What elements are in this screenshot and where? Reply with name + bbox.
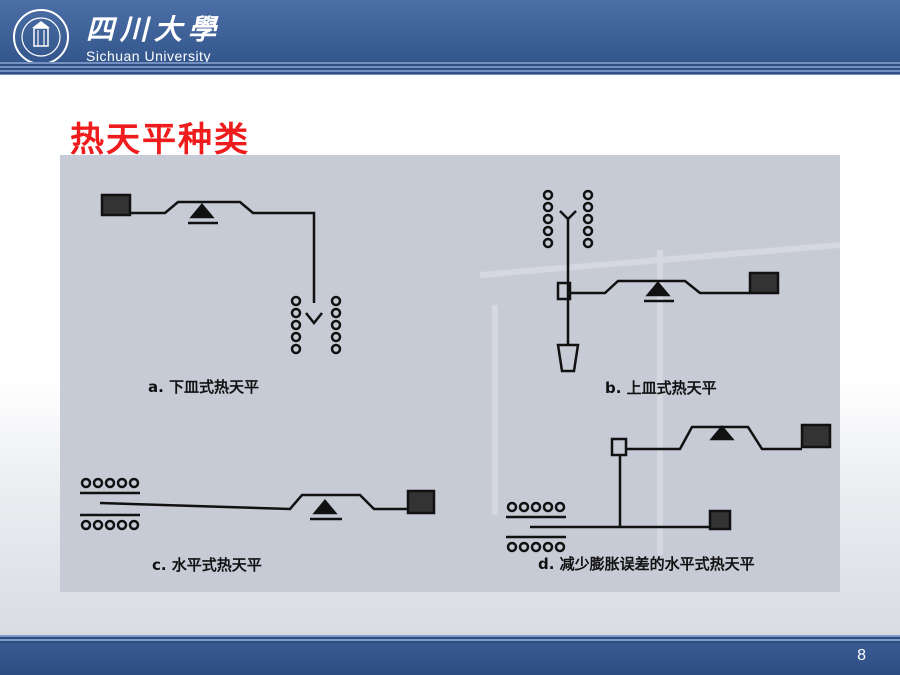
- diagram-a: [100, 193, 342, 355]
- caption-d: d. 减少膨胀误差的水平式热天平: [538, 555, 755, 573]
- footer-bar: 8: [0, 635, 900, 675]
- caption-a: a. 下皿式热天平: [148, 378, 259, 396]
- university-name-en: Sichuan University: [86, 48, 211, 64]
- page-number: 8: [857, 647, 866, 664]
- coil-right-b: [582, 189, 594, 249]
- figure-diagrams: a. 下皿式热天平 b. 上皿式热天平: [80, 189, 841, 574]
- diagram-b: [542, 189, 780, 373]
- slide-title: 热天平种类: [70, 120, 250, 160]
- diagram-d: [506, 423, 832, 553]
- coil-bottom-d: [506, 541, 566, 553]
- university-name-cn: 四川大學: [86, 13, 223, 46]
- coil-top-c: [80, 477, 140, 489]
- thermobalance-figure: a. 下皿式热天平 b. 上皿式热天平: [60, 155, 841, 592]
- coil-right: [330, 295, 342, 355]
- caption-c: c. 水平式热天平: [152, 556, 262, 574]
- header-bar: 四川大學 Sichuan University: [0, 0, 900, 75]
- header-stripes: [0, 62, 900, 75]
- footer-stripes: [0, 635, 900, 643]
- caption-b: b. 上皿式热天平: [605, 379, 717, 397]
- coil-left-b: [542, 189, 554, 249]
- university-seal-icon: [13, 9, 69, 65]
- coil-left: [290, 295, 302, 355]
- coil-bottom-c: [80, 519, 140, 531]
- diagram-c: [80, 477, 436, 531]
- coil-top-d: [506, 501, 566, 513]
